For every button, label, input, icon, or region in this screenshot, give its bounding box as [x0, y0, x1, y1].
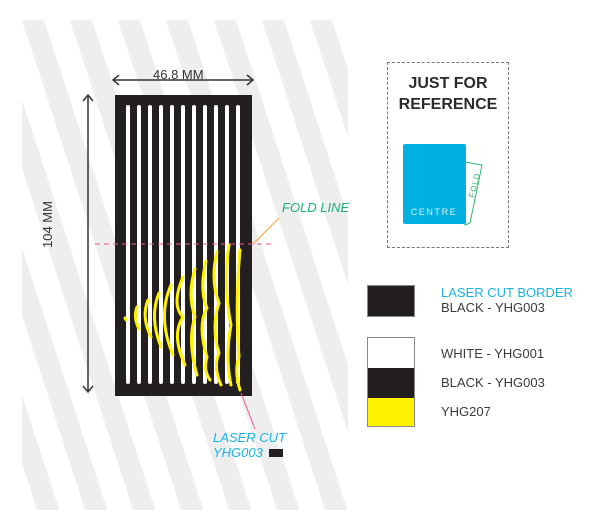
laser-cut-label: LASER CUT YHG003: [213, 430, 286, 460]
laser-cut-card: [115, 95, 252, 396]
height-dimension-label: 104 MM: [40, 201, 55, 248]
laser-cut-pointer: [240, 392, 256, 430]
legend-swatch-white: [367, 337, 415, 368]
legend-border-title: LASER CUT BORDER: [441, 285, 573, 300]
fold-line-label: FOLD LINE: [282, 200, 350, 215]
width-dimension-label: 46.8 MM: [153, 67, 204, 82]
legend-swatch-yellow: [367, 398, 415, 427]
fold-line: [95, 217, 280, 245]
legend-yellow-label: YHG207: [441, 404, 491, 419]
reference-box: JUST FOR REFERENCE FOLD CENTRE: [387, 62, 509, 248]
reference-title-line2: REFERENCE: [398, 96, 498, 113]
centre-fold-icon: FOLD CENTRE: [403, 144, 483, 226]
legend-white-label: WHITE - YHG001: [441, 346, 545, 361]
legend-black-label: BLACK - YHG003: [441, 375, 545, 390]
laser-cut-code: YHG003: [213, 445, 263, 460]
laser-cut-label-line1: LASER CUT: [213, 430, 286, 445]
height-arrow-icon: [82, 93, 94, 394]
legend-border-label: BLACK - YHG003: [441, 300, 545, 315]
laser-cut-label-line2: YHG003: [213, 445, 286, 460]
laser-cut-swatch: [268, 448, 283, 457]
width-arrow-icon: [111, 74, 255, 86]
svg-text:CENTRE: CENTRE: [411, 207, 458, 217]
legend-swatch-border: [367, 285, 415, 317]
legend-swatch-black: [367, 368, 415, 398]
reference-title-line1: JUST FOR: [408, 75, 488, 92]
